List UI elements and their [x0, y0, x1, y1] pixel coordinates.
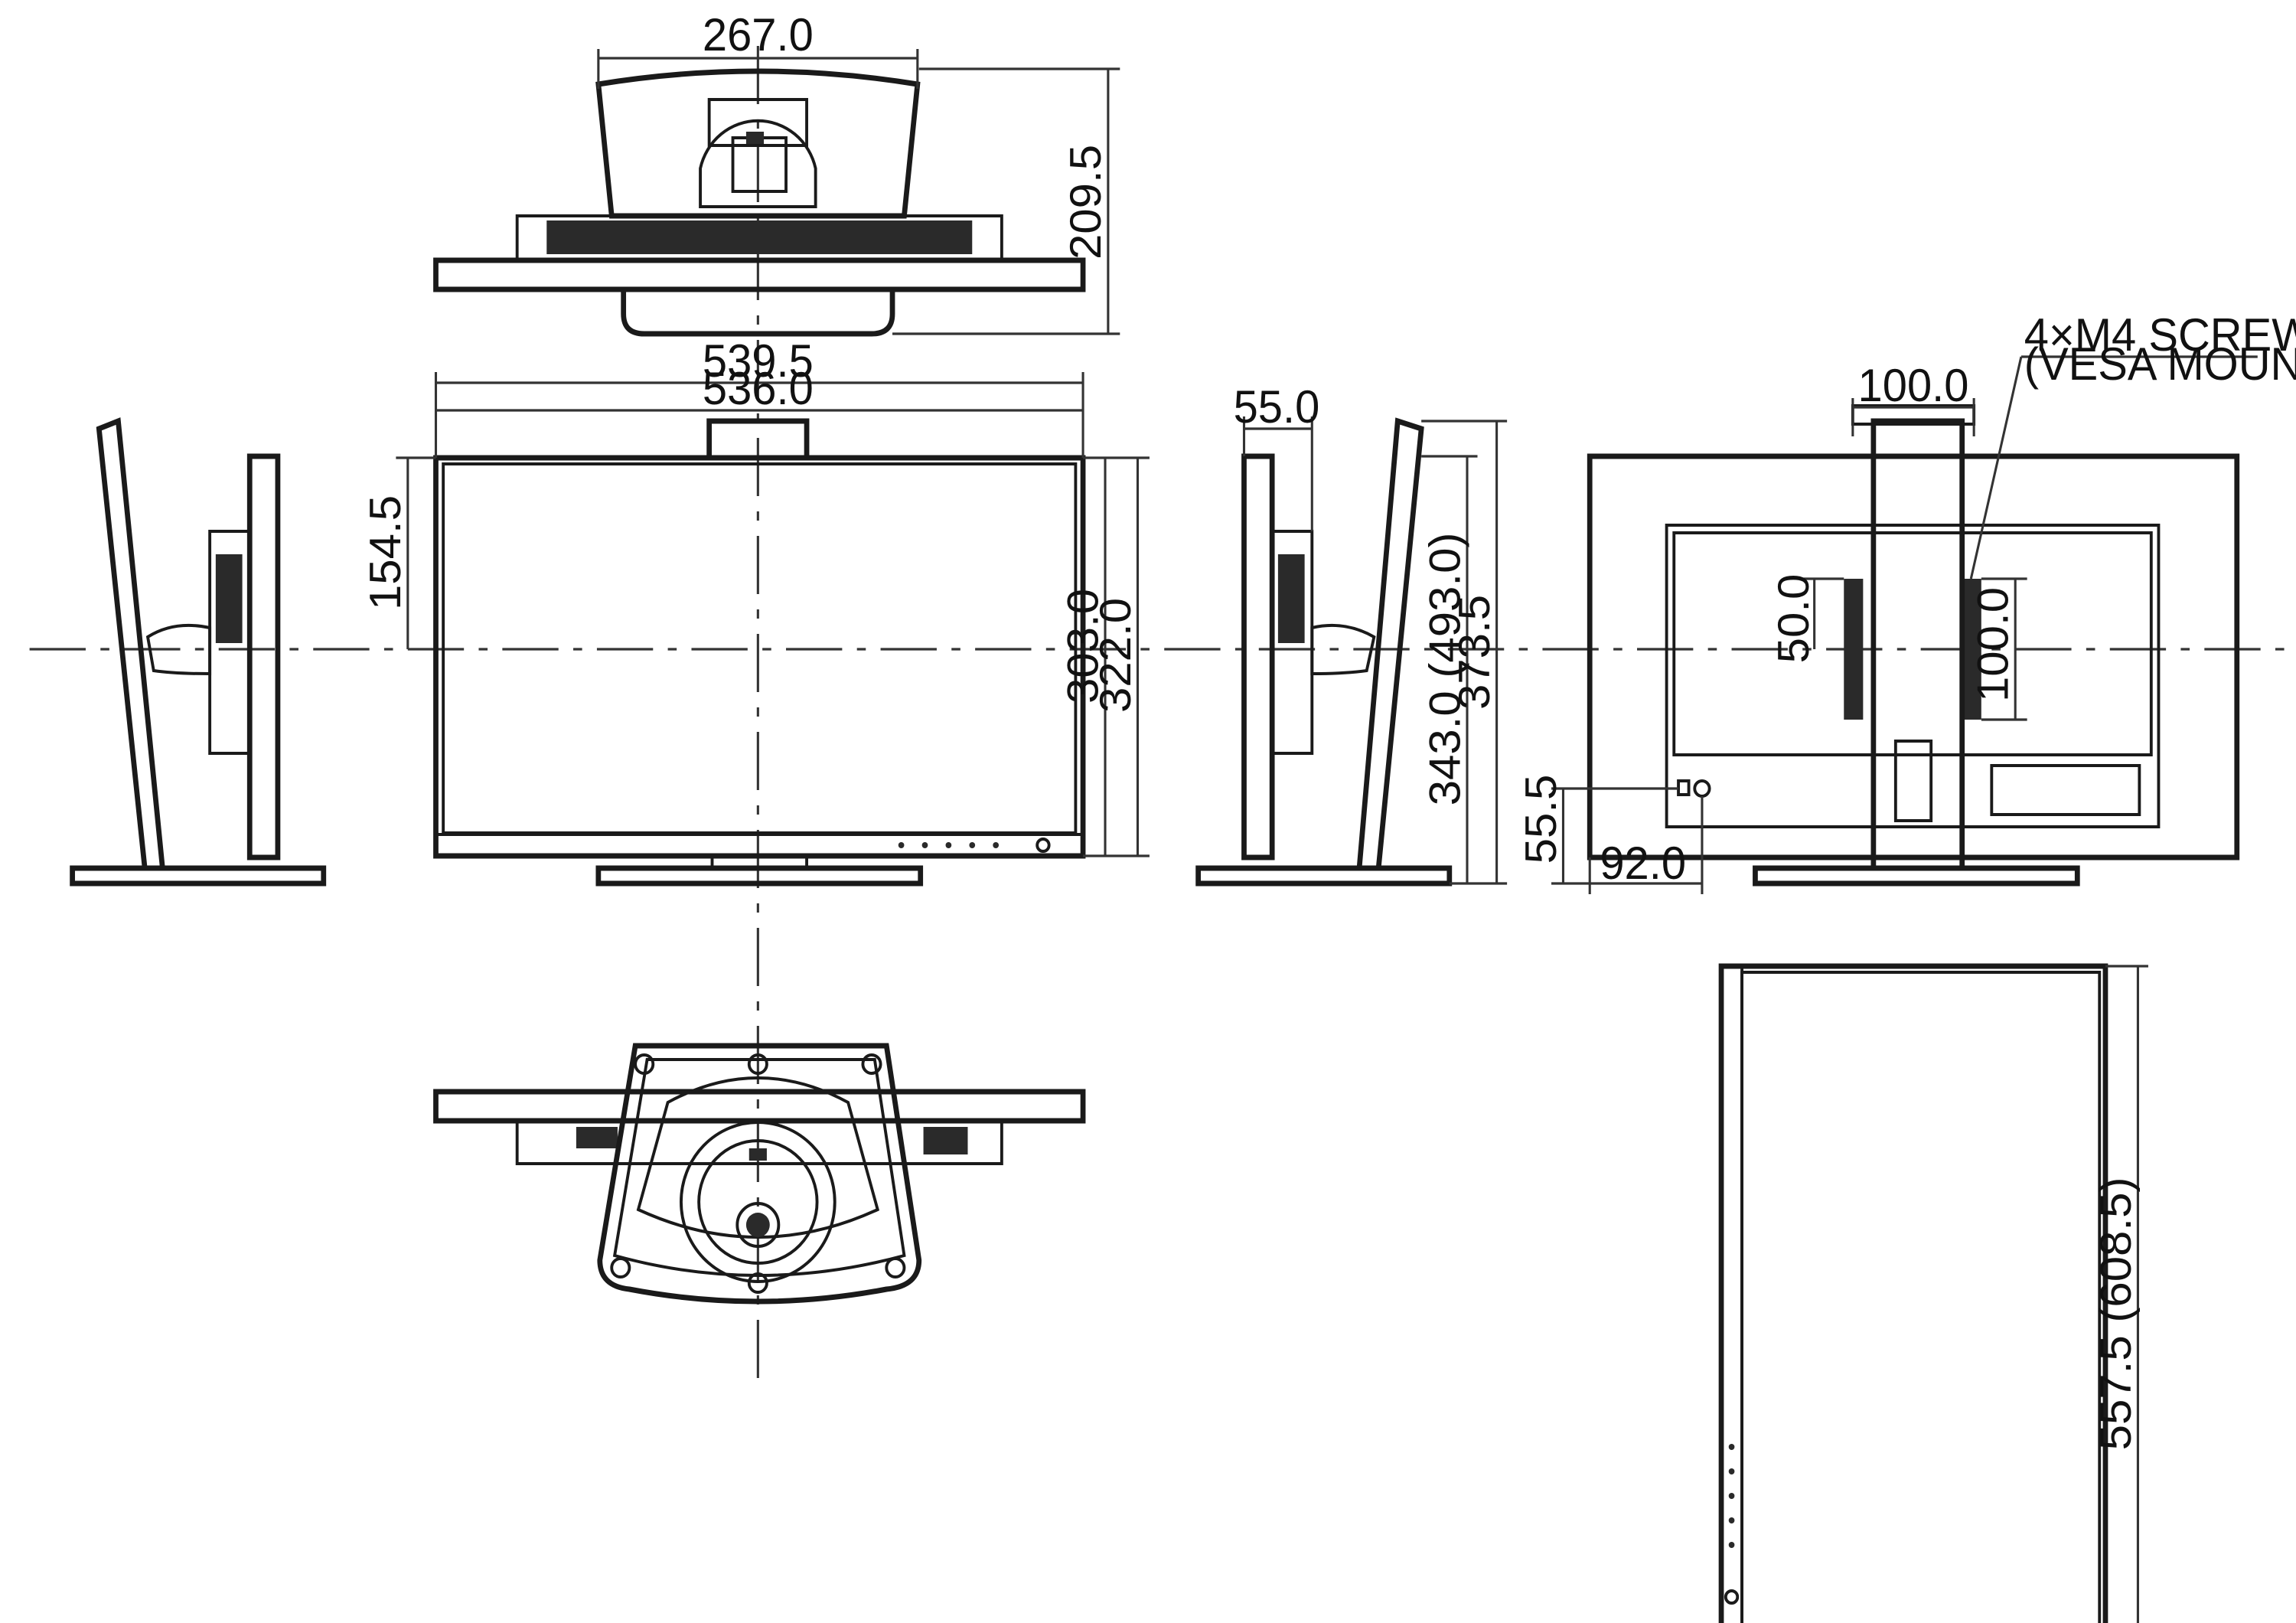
dim-vesa-width: 100.0 — [1858, 361, 1969, 411]
dim-stand-depth-side: 55.0 — [1234, 382, 1320, 433]
dim-port-offset: 92.0 — [1600, 838, 1686, 889]
center-lines — [29, 46, 2296, 1386]
dim-stand-height-total: 373.5 — [1450, 595, 1499, 710]
dimension-lines — [396, 49, 2258, 1623]
front-view — [433, 418, 1086, 887]
pivot-view — [1718, 963, 2108, 1623]
top-view — [433, 68, 1086, 337]
note-vesa-mount: (VESA MOUNT) — [2024, 339, 2296, 390]
rear-view — [1587, 404, 2240, 887]
dim-panel-width: 536.0 — [703, 364, 814, 414]
dimension-labels: 267.0 209.5 539.5 536.0 154.5 303.0 322.… — [361, 10, 2296, 1450]
bottom-view — [433, 1043, 1086, 1305]
note-screw-hole: 4×M4 SCREW HOLE — [2024, 310, 2296, 361]
dim-top-stand-width: 267.0 — [703, 10, 814, 60]
dim-vesa-height: 100.0 — [1968, 587, 2017, 702]
dim-vesa-half: 50.0 — [1769, 574, 1818, 664]
pivot-buttons — [1724, 1444, 1740, 1605]
right-side-view — [1195, 417, 1453, 887]
dim-screen-height: 303.0 — [1058, 589, 1107, 704]
dim-top-to-center: 154.5 — [361, 495, 410, 610]
dim-port-height: 55.5 — [1517, 775, 1566, 864]
dim-overall-width: 539.5 — [703, 336, 814, 387]
dim-top-depth: 209.5 — [1062, 145, 1110, 260]
front-buttons — [898, 838, 1051, 853]
dim-pivot-height: 557.5 (608.5) — [2092, 1177, 2141, 1451]
dim-height-range: 343.0 (493.0) — [1420, 533, 1469, 806]
dim-panel-height: 322.0 — [1091, 598, 1140, 713]
left-side-view — [70, 417, 327, 887]
